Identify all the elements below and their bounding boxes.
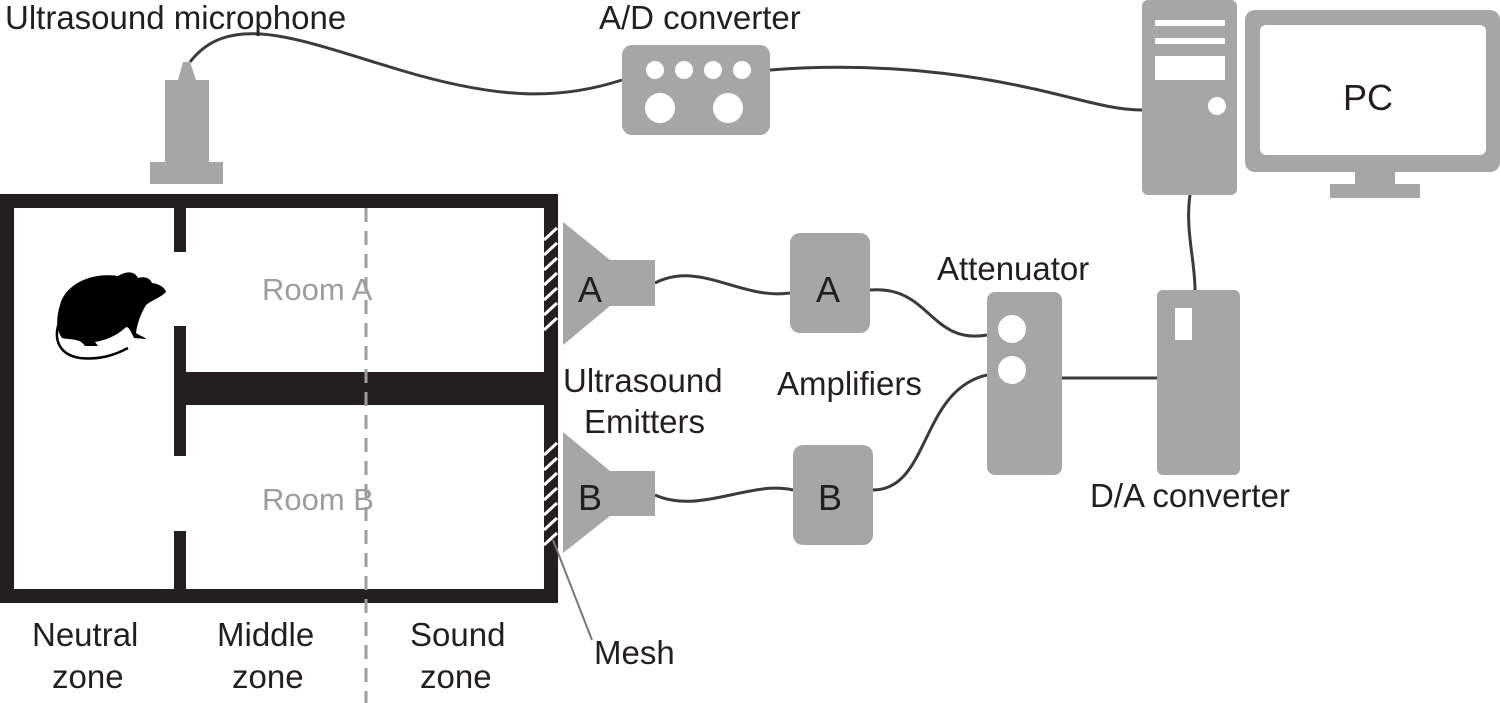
sound-zone-label-1: Sound (410, 616, 505, 653)
wire-mic-to-ad (188, 32, 623, 96)
attenuator-icon (987, 292, 1062, 475)
wire-amp-b-att (872, 373, 988, 492)
da-converter-icon (1157, 290, 1240, 475)
mesh-pointer-line (552, 539, 593, 641)
wire-emitter-a-amp (654, 274, 791, 296)
middle-zone-label-1: Middle (217, 616, 314, 653)
wire-pc-to-da (1187, 194, 1197, 291)
rat-icon (55, 272, 166, 360)
emitters-label-line2: Emitters (584, 403, 705, 440)
wire-emitter-b-amp (654, 486, 794, 503)
amplifier-a-icon (790, 233, 870, 333)
wire-ad-to-pc (769, 65, 1143, 112)
ad-converter-label: A/D converter (599, 0, 801, 36)
ad-converter-icon (622, 45, 770, 135)
cage (0, 194, 558, 703)
emitter-b-label: B (578, 477, 602, 518)
monitor-icon (1245, 10, 1500, 198)
microphone-label: Ultrasound microphone (5, 0, 346, 36)
microphone-icon (150, 62, 223, 184)
amplifier-b-icon (793, 445, 873, 545)
amplifiers-label: Amplifiers (777, 365, 922, 402)
neutral-zone-label-2: zone (52, 658, 124, 695)
mesh-label: Mesh (594, 634, 675, 671)
attenuator-label: Attenuator (937, 250, 1089, 287)
emitters-label-line1: Ultrasound (563, 362, 723, 399)
wires (188, 32, 1197, 503)
room-b-label: Room B (262, 482, 374, 517)
emitter-b-icon (563, 432, 655, 553)
room-a-label: Room A (262, 272, 373, 307)
room-separator (180, 372, 548, 405)
emitter-a-label: A (578, 269, 602, 310)
neutral-zone-label-1: Neutral (32, 616, 138, 653)
sound-zone-label-2: zone (420, 658, 492, 695)
da-converter-label: D/A converter (1090, 477, 1290, 514)
amplifier-a-label: A (816, 269, 840, 310)
divider-bottom (174, 531, 186, 591)
amplifier-b-label: B (818, 477, 842, 518)
divider-top (174, 208, 186, 252)
mesh-icon (542, 226, 559, 547)
middle-zone-label-2: zone (232, 658, 304, 695)
emitter-a-icon (563, 222, 655, 345)
wire-amp-a-att (869, 288, 988, 338)
pc-tower-icon (1142, 0, 1237, 195)
pc-label: PC (1343, 77, 1393, 118)
